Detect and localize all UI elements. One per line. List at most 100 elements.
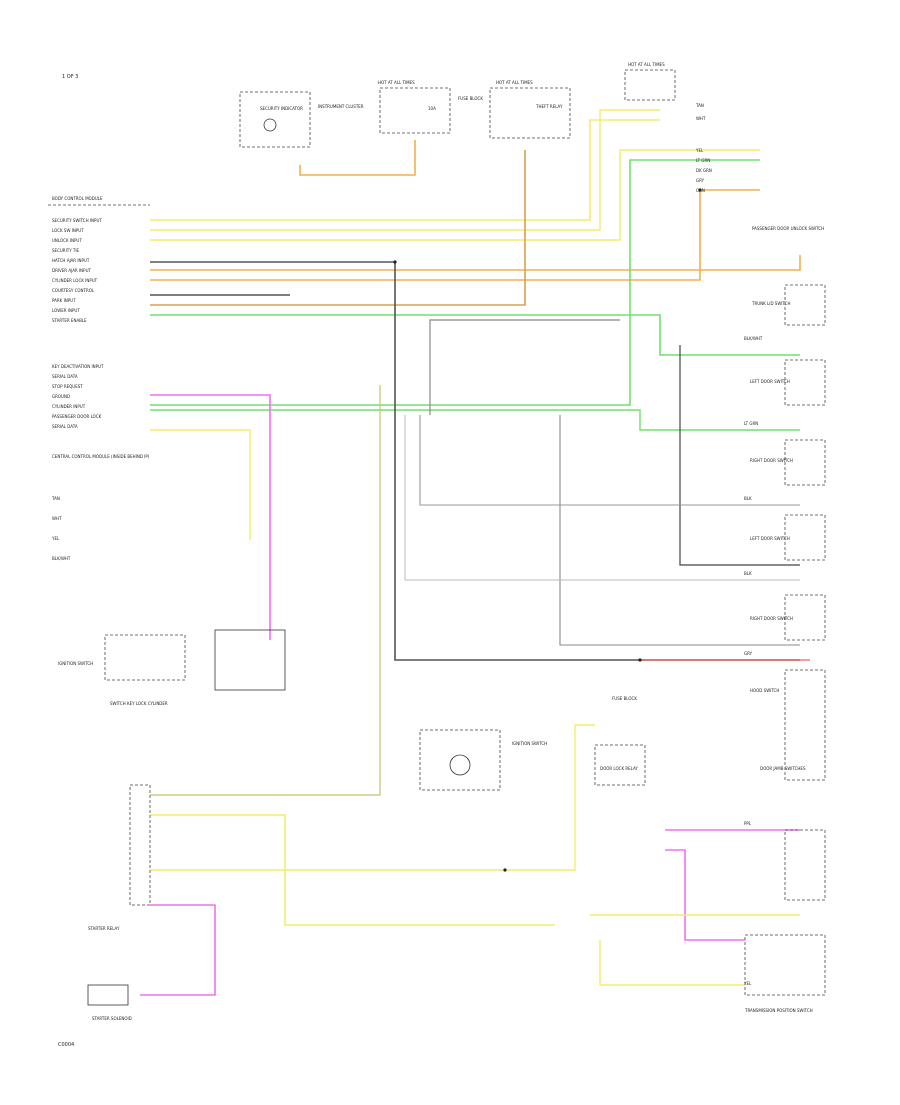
instrument-cluster-label: INSTRUMENT CLUSTER [318,104,364,109]
bcm-bottom-pin-labels: KEY DEACTIVATION INPUT SERIAL DATA STOP … [52,364,104,429]
starter-relay-box [129,784,151,906]
bcm-pin-label: SERIAL DATA [52,374,78,379]
bcm-pin-label: SECURITY TIE [52,248,80,253]
wire-code-label: LT GRN [744,421,758,426]
wire-green-1 [150,314,800,356]
bcm-pin-label: STARTER ENABLE [52,318,87,323]
page-title: 1 OF 3 [62,74,78,80]
left-rear-switch-label: LEFT DOOR SWITCH [750,536,790,541]
wire-yellow-2 [150,109,660,231]
wire-gray-3 [559,415,800,646]
bcm-pin-label: PARK INPUT [52,298,76,303]
wire-pink-2 [140,904,216,996]
wire-code-label: BLK/WHT [744,336,763,341]
wire-code-label: WHT [696,116,706,121]
wire-code-label: DK GRN [696,168,712,173]
door-lock-relay-box [594,744,646,786]
wire-gray-5 [419,415,800,506]
bcm-top-pin-labels: SECURITY SWITCH INPUT LOCK SW INPUT UNLO… [52,218,102,323]
junction-dot [393,260,397,264]
unlock-switch-lower-box [784,829,826,901]
hot-at-all-times-2: HOT AT ALL TIMES [496,80,533,85]
wire-yellow-8 [599,940,745,986]
wire-yellow-4 [150,429,251,540]
passenger-unlock-switch-box [784,284,826,326]
door-lock-relay-label: DOOR LOCK RELAY [600,766,638,771]
bcm-pin-label: PASSENGER DOOR LOCK [52,414,102,419]
bcm-pin-label: LOCK SW INPUT [52,228,84,233]
bcm-pin-label: STOP REQUEST [52,384,83,389]
wire-code-label: BLK/WHT [52,556,71,561]
left-rear-door-switch-box [784,514,826,561]
wire-code-label: GRY [696,178,705,183]
bcm-pin-label: SECURITY SWITCH INPUT [52,218,102,223]
hood-switch-label: HOOD SWITCH [750,688,779,693]
ignition-switch-center-label: IGNITION SWITCH [512,741,547,746]
wire-yellow-3 [150,149,760,241]
wire-code-label: YEL [51,536,60,541]
wire-code-label: PPL [744,821,752,826]
wire-orange-2 [150,255,801,271]
right-switch-column: PASSENGER DOOR UNLOCK SWITCH TRUNK LID S… [744,226,826,1013]
bcm-pin-label: GROUND [52,394,70,399]
wire-code-label: GRY [744,651,753,656]
junction-dot [638,658,642,662]
wire-code-label: WHT [52,516,62,521]
wire-olive-1 [150,385,381,796]
fuse-ok-label: 10A [428,106,436,111]
bcm-pin-label: DRIVER AJAR INPUT [52,268,91,273]
footer-code: C0004 [58,1042,74,1048]
bcm-pin-label: KEY DEACTIVATION INPUT [52,364,104,369]
central-control-module-label: CENTRAL CONTROL MODULE (INSIDE BEHIND IP… [52,454,150,459]
wire-pink-1 [150,394,271,640]
wire-gray-4 [679,345,800,566]
key-lock-cylinder-label: SWITCH KEY LOCK CYLINDER [110,701,168,706]
wire-code-label: YEL [743,981,752,986]
hot-fuse-box-1 [379,87,451,134]
wire-code-label: YEL [695,148,704,153]
left-door-switch-label: LEFT DOOR SWITCH [750,379,790,384]
starter-solenoid-box [87,984,129,1006]
trunk-lid-label: TRUNK LID SWITCH [751,301,790,306]
wire-gray-2 [429,319,620,415]
fuse-block-label: FUSE BLOCK [458,96,483,101]
starter-relay-label: STARTER RELAY [88,926,120,931]
starter-solenoid-label: STARTER SOLENOID [92,1016,132,1021]
right-door-switch-box [784,439,826,486]
wire-gray-main [150,261,800,661]
security-indicator-label: SECURITY INDICATOR [260,106,303,111]
right-rear-switch-label: RIGHT DOOR SWITCH [750,616,793,621]
bcm-pin-label: CYLINDER INPUT [52,404,86,409]
ignition-rotary-icon [449,754,471,776]
wire-code-label: TAN [51,496,60,501]
wire-orange-3 [150,189,760,281]
hot-at-all-times-1: HOT AT ALL TIMES [378,80,415,85]
wire-green-2 [150,159,760,406]
wire-gray-6 [404,415,800,581]
wire-orange-4 [150,150,526,306]
bcm-pin-label: SERIAL DATA [52,424,78,429]
door-jamb-label: DOOR JAMB SWITCHES [760,766,806,771]
wire-green-3 [150,409,800,431]
wire-yellow-1 [150,119,660,221]
hot-in-run-box [419,729,501,791]
wire-code-label: BLK [744,571,752,576]
bcm-pin-label: UNLOCK INPUT [52,238,82,243]
wire-code-label: BLK [744,496,752,501]
hood-switch-box [784,669,826,781]
junction-dot [698,188,702,192]
wire-code-label: TAN [695,103,704,108]
hot-fuse-box-3 [624,69,676,101]
bcm-pin-label: LOWER INPUT [52,308,80,313]
ignition-switch-label: IGNITION SWITCH [58,661,93,666]
bcm-pin-label: HATCH AJAR INPUT [52,258,90,263]
wire-orange-1 [299,140,416,176]
bcm-pin-label: COURTESY CONTROL [52,288,95,293]
transmission-switch-box [744,934,826,996]
security-indicator-lamp [263,118,277,132]
hot-at-all-times-3: HOT AT ALL TIMES [628,62,665,67]
ignition-switch-box [104,634,186,681]
theft-relay-label: THEFT RELAY [535,104,563,109]
